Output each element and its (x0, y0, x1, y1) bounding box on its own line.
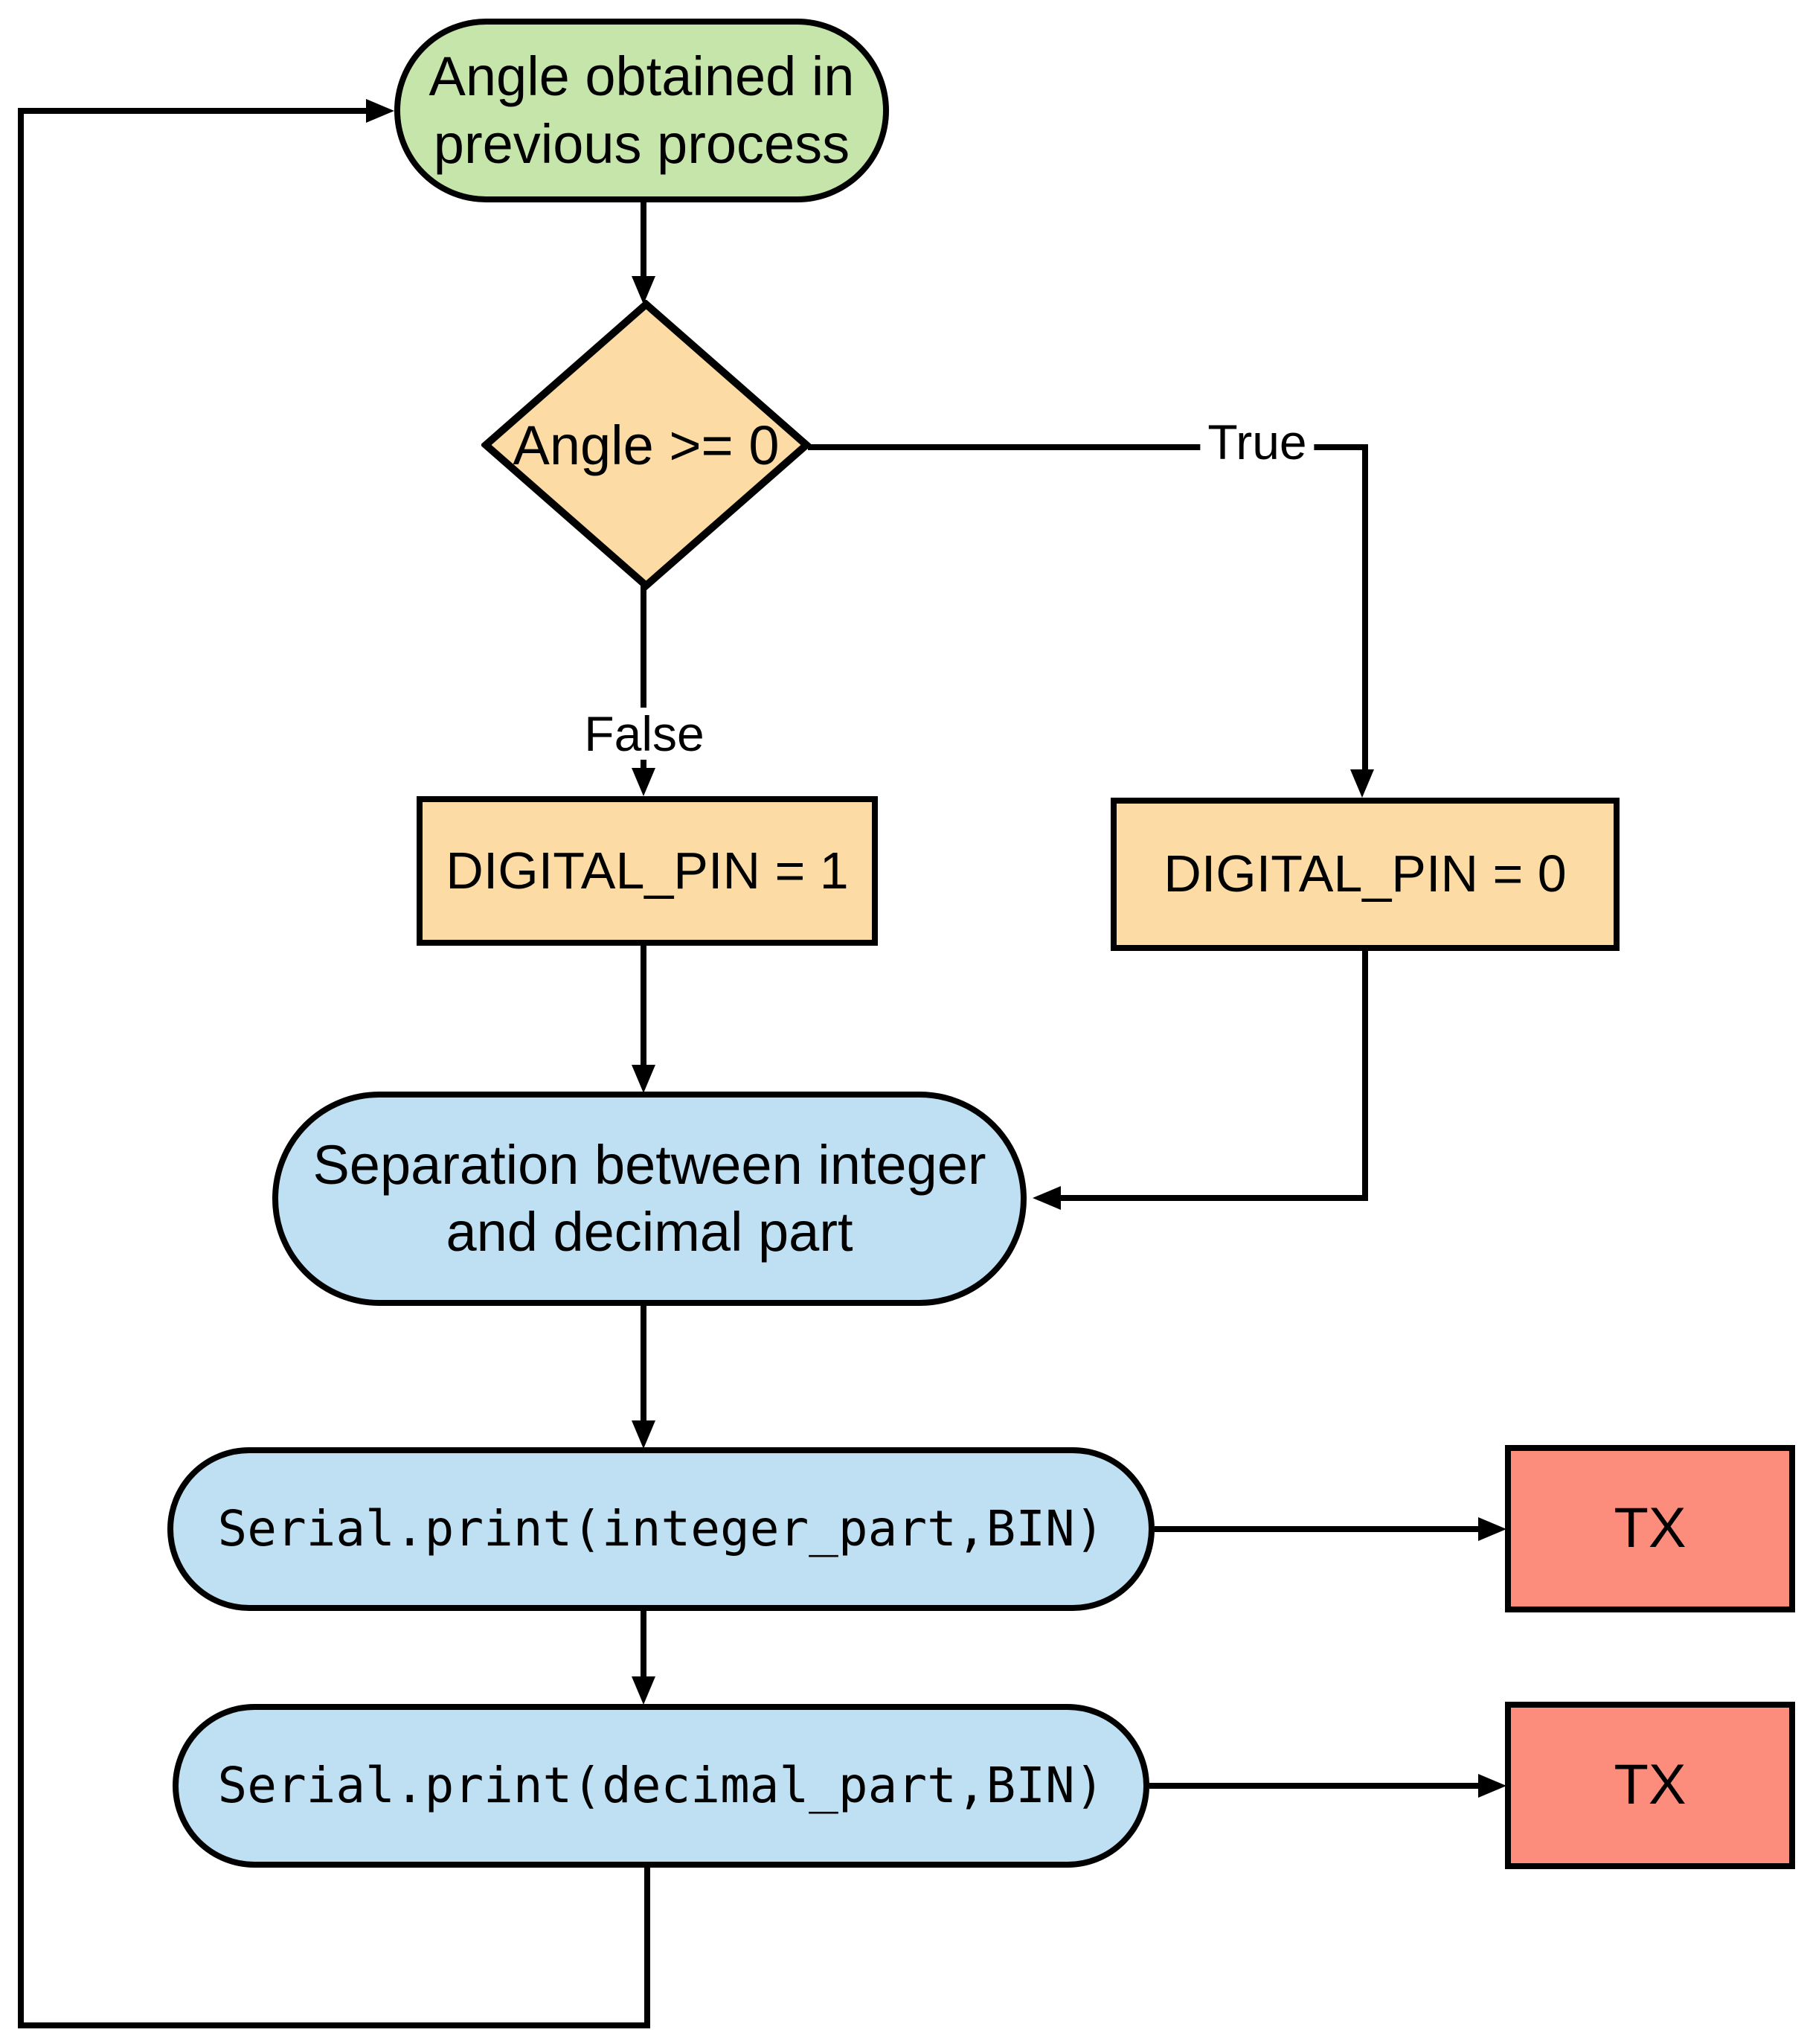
edge-start-to-decision (641, 202, 646, 278)
edge-pin0-down (1362, 951, 1368, 1201)
node-tx-integer: TX (1505, 1445, 1795, 1612)
arrowhead-down-icon (632, 1065, 655, 1093)
node-digital-pin-0: DIGITAL_PIN = 0 (1111, 798, 1620, 951)
edge-loop-bottom (18, 2022, 650, 2028)
arrowhead-down-icon (1350, 769, 1374, 798)
node-print-integer-label: Serial.print(integer_part,BIN) (217, 1499, 1105, 1557)
node-decision-diamond (480, 299, 812, 591)
node-print-decimal: Serial.print(decimal_part,BIN) (173, 1704, 1149, 1868)
arrowhead-left-icon (1033, 1186, 1061, 1210)
edge-label-true: True (1200, 416, 1315, 468)
node-tx-decimal-label: TX (1614, 1753, 1686, 1817)
node-digital-pin-0-label: DIGITAL_PIN = 0 (1164, 845, 1567, 903)
node-digital-pin-1: DIGITAL_PIN = 1 (417, 796, 878, 946)
edge-print-integer-to-print-decimal (641, 1611, 646, 1678)
node-print-integer: Serial.print(integer_part,BIN) (167, 1447, 1155, 1611)
edge-false-vertical (641, 585, 646, 769)
arrowhead-right-icon (1478, 1517, 1506, 1541)
node-separation-label: Separation between integer and decimal p… (312, 1133, 986, 1263)
diamond-shape-icon (480, 299, 812, 591)
arrowhead-down-icon (632, 1676, 655, 1705)
edge-pin1-to-separation (641, 945, 646, 1066)
edge-true-vertical (1362, 444, 1368, 772)
edge-print-integer-to-tx (1155, 1526, 1480, 1532)
node-separation: Separation between integer and decimal p… (272, 1092, 1027, 1306)
arrowhead-right-icon (1478, 1774, 1506, 1798)
edge-loop-down (644, 1868, 650, 2028)
arrowhead-down-icon (632, 276, 655, 304)
node-decision-label-wrap: Angle >= 0 (481, 300, 811, 590)
node-start-terminator: Angle obtained in previous process (394, 19, 889, 202)
arrowhead-right-icon (366, 99, 394, 123)
arrowhead-down-icon (632, 768, 655, 796)
edge-label-false: False (577, 708, 712, 760)
node-decision-label: Angle >= 0 (513, 414, 780, 476)
node-print-decimal-label: Serial.print(decimal_part,BIN) (217, 1756, 1105, 1814)
edge-separation-to-print-integer (641, 1306, 646, 1422)
node-start-label: Angle obtained in previous process (429, 45, 855, 175)
arrowhead-down-icon (632, 1420, 655, 1449)
node-tx-decimal: TX (1505, 1702, 1795, 1869)
edge-pin0-to-separation (1059, 1195, 1368, 1201)
node-tx-integer-label: TX (1614, 1496, 1686, 1560)
edge-loop-left (18, 108, 24, 2028)
edge-loop-top (18, 108, 366, 114)
edge-true-horizontal (808, 444, 1365, 450)
node-digital-pin-1-label: DIGITAL_PIN = 1 (446, 841, 849, 900)
edge-print-decimal-to-tx (1149, 1783, 1480, 1789)
